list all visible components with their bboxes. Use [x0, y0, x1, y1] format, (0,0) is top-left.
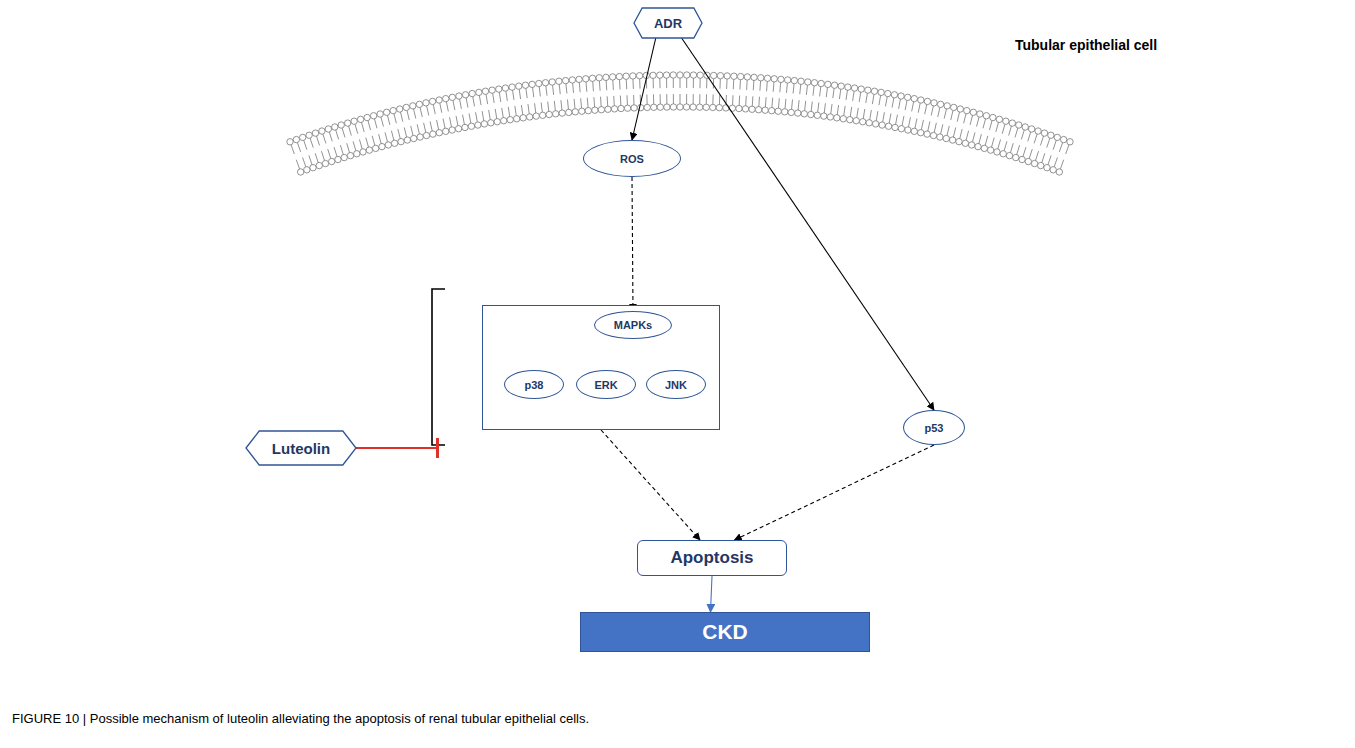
- molecule-ellipse: ROS: [583, 140, 681, 177]
- kinase-ellipse: ERK: [576, 370, 636, 399]
- node-label: p38: [525, 379, 544, 391]
- protein-ellipse: p53: [903, 410, 965, 445]
- arrow-connector: [735, 445, 935, 540]
- pathway-box: MAPKs p38 ERK JNK: [482, 305, 720, 430]
- arrow-connector: [711, 576, 713, 612]
- bracket: [432, 289, 445, 445]
- node-label: CKD: [702, 620, 748, 644]
- node-label: MAPKs: [614, 319, 653, 331]
- inhibition-line: [356, 447, 438, 449]
- arrow-connector: [632, 38, 656, 140]
- outcome-box: CKD: [580, 612, 870, 652]
- arrow-connector: [601, 430, 700, 540]
- node-label: Apoptosis: [670, 548, 753, 568]
- node-label: Luteolin: [272, 440, 330, 457]
- figure-caption: FIGURE 10 | Possible mechanism of luteol…: [12, 711, 1342, 726]
- kinase-ellipse: JNK: [646, 370, 706, 399]
- kinase-ellipse: MAPKs: [594, 311, 672, 339]
- node-label: ADR: [654, 16, 682, 31]
- node-label: JNK: [665, 379, 687, 391]
- node-label: ERK: [594, 379, 617, 391]
- region-label: Tubular epithelial cell: [1015, 37, 1157, 53]
- drug-hexagon: ADR: [634, 8, 702, 38]
- node-label: ROS: [620, 153, 644, 165]
- drug-hexagon: Luteolin: [246, 431, 356, 465]
- arrow-connector: [632, 177, 633, 311]
- node-label: p53: [925, 422, 944, 434]
- process-box: Apoptosis: [637, 540, 787, 576]
- kinase-ellipse: p38: [504, 370, 564, 399]
